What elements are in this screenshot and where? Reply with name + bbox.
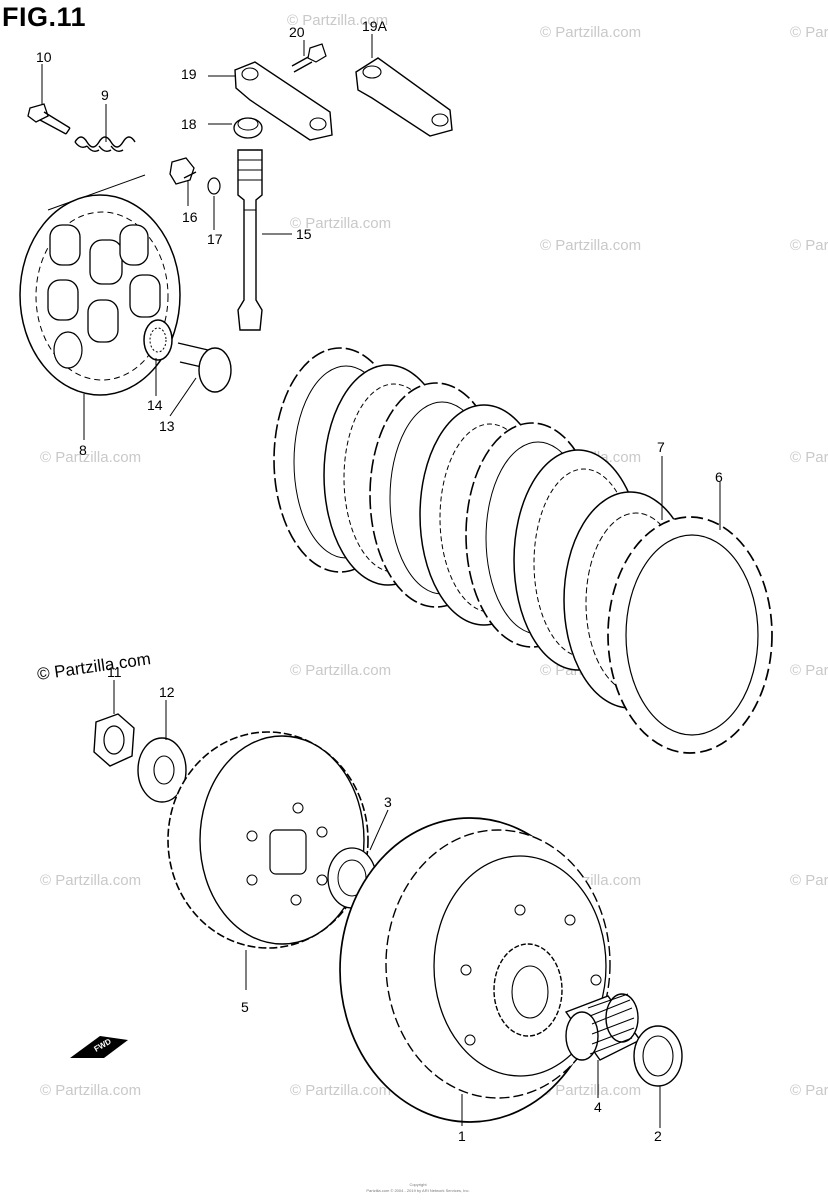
- watermark-main-text: © Partzilla.com: [36, 649, 152, 684]
- leader-lines: [41, 34, 721, 1128]
- release-shaft-part-15[interactable]: [237, 149, 263, 331]
- bolt-part-20[interactable]: [291, 43, 327, 73]
- pressure-plate-part-8[interactable]: [19, 194, 181, 396]
- callout-10: 10: [36, 49, 52, 65]
- watermark-text: © Partzilla.com: [540, 24, 641, 41]
- callout-5: 5: [241, 999, 249, 1015]
- callout-18: 18: [181, 116, 197, 132]
- footer-line-2: Partzilla.com © 2004 - 2019 by ARI Netwo…: [366, 1188, 469, 1193]
- push-piece-part-13[interactable]: [177, 342, 232, 393]
- callout-7: 7: [657, 439, 665, 455]
- callout-9: 9: [101, 87, 109, 103]
- watermark-text: © Partzilla.com: [790, 449, 828, 466]
- watermark-text: © Partzilla.com: [290, 215, 391, 232]
- watermark-text: © Partzilla.com: [790, 237, 828, 254]
- washer-part-2[interactable]: [633, 1025, 683, 1087]
- watermark-text: © Partzilla.com: [790, 1082, 828, 1099]
- watermark-text: © Partzilla.com: [40, 449, 141, 466]
- fitting-part-16[interactable]: [169, 157, 197, 185]
- callout-2: 2: [654, 1128, 662, 1144]
- callout-6: 6: [715, 469, 723, 485]
- lock-washer-part-12[interactable]: [137, 737, 187, 803]
- callout-12: 12: [159, 684, 175, 700]
- callout-19: 19: [181, 66, 197, 82]
- footer-copyright: Copyright Partzilla.com © 2004 - 2019 by…: [366, 1182, 469, 1193]
- callout-labels: 10 9 19 20 19A 18 16 17 15 14 13 8 7 6 1…: [36, 18, 723, 1144]
- callout-16: 16: [182, 209, 198, 225]
- oil-seal-part-18[interactable]: [233, 117, 263, 139]
- release-lever-part-19a[interactable]: [355, 57, 453, 137]
- watermark-text: © Partzilla.com: [40, 872, 141, 889]
- watermark-text: © Partzilla.com: [790, 872, 828, 889]
- callout-14: 14: [147, 397, 163, 413]
- spring-part-9[interactable]: [47, 136, 146, 211]
- callout-1: 1: [458, 1128, 466, 1144]
- callout-20: 20: [289, 24, 305, 40]
- clutch-housing-part-1[interactable]: [339, 817, 611, 1123]
- footer-line-1: Copyright: [409, 1182, 427, 1187]
- watermark-text: © Partzilla.com: [790, 24, 828, 41]
- callout-3: 3: [384, 794, 392, 810]
- clutch-plate-stack[interactable]: [273, 347, 773, 754]
- watermark-text: © Partzilla.com: [287, 12, 388, 29]
- fwd-arrow-icon: FWD: [70, 1036, 128, 1058]
- watermark-text: © Partzilla.com: [540, 1082, 641, 1099]
- callout-4: 4: [594, 1099, 602, 1115]
- watermark-text: © Partzilla.com: [540, 237, 641, 254]
- watermark-text: © Partzilla.com: [790, 662, 828, 679]
- nut-part-11[interactable]: [93, 713, 135, 767]
- callout-8: 8: [79, 442, 87, 458]
- figure-title: FIG.11: [2, 2, 87, 32]
- watermark-text: © Partzilla.com: [290, 1082, 391, 1099]
- watermark-text: © Partzilla.com: [290, 662, 391, 679]
- callout-19a: 19A: [362, 18, 388, 34]
- bearing-part-14[interactable]: [143, 319, 173, 361]
- callout-11: 11: [107, 664, 122, 680]
- watermark-text: © Partzilla.com: [40, 1082, 141, 1099]
- drive-plate-part-6[interactable]: [607, 516, 773, 754]
- needle-bearing-part-4[interactable]: [564, 993, 642, 1061]
- callout-13: 13: [159, 418, 175, 434]
- callout-15: 15: [296, 226, 312, 242]
- callout-17: 17: [207, 231, 223, 247]
- bolt-part-10[interactable]: [27, 103, 71, 135]
- washer-part-17[interactable]: [207, 177, 221, 195]
- release-lever-part-19[interactable]: [234, 61, 333, 141]
- primary-driven-gear-part-5[interactable]: [167, 731, 369, 949]
